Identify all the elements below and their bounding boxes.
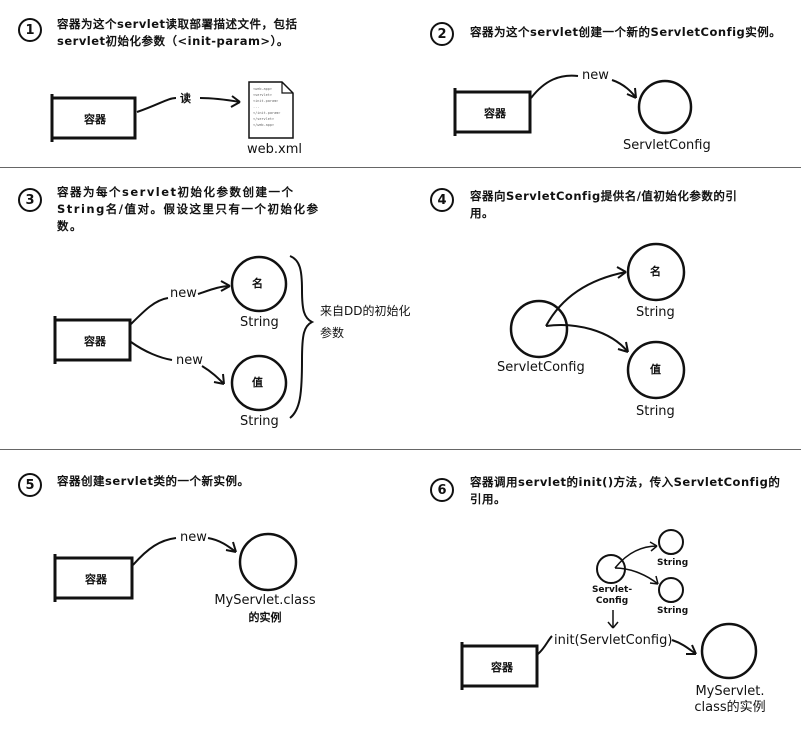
file-line: </init-param> [253, 111, 281, 115]
step-number-3: 3 [18, 188, 42, 212]
container-label-6: 容器 [491, 661, 513, 674]
step-3-line-3: 数。 [57, 219, 83, 233]
step-5-text: 容器创建servlet类的一个新实例。 [57, 473, 250, 490]
read-label: 读 [180, 92, 191, 105]
container-label-5: 容器 [85, 573, 107, 586]
value-char-3: 值 [252, 376, 263, 389]
step-4-line-1: 容器向ServletConfig提供名/值初始化参数的引 [470, 189, 738, 203]
value-circle-3 [230, 354, 288, 412]
step-6-text: 容器调用servlet的init()方法，传入ServletConfig的 引用… [470, 474, 780, 508]
string-circle-6a [658, 529, 684, 555]
myservlet-line-1: MyServlet.class [214, 593, 316, 608]
value-char-4: 值 [650, 363, 661, 376]
myservlet6-line-1: MyServlet. [695, 684, 765, 699]
value-circle-4 [626, 340, 686, 400]
step-number-4: 4 [430, 188, 454, 212]
step-1-line-2: servlet初始化参数（<init-param>）。 [57, 34, 289, 48]
step-1-line-1: 容器为这个servlet读取部署描述文件，包括 [57, 17, 298, 31]
step-3-line-2: String名/值对。假设这里只有一个初始化参 [57, 202, 320, 216]
file-line: </servlet> [253, 117, 275, 121]
step-4-text: 容器向ServletConfig提供名/值初始化参数的引 用。 [470, 188, 737, 222]
file-line: ... [253, 105, 260, 109]
step-4-line-2: 用。 [470, 206, 494, 220]
servletconfig-label: ServletConfig [623, 138, 711, 153]
step-2-line-1: 容器为这个servlet创建一个新的ServletConfig实例。 [470, 25, 782, 39]
init-call-label: init(ServletConfig) [554, 633, 673, 648]
step-6-line-1: 容器调用servlet的init()方法，传入ServletConfig的 [470, 475, 781, 489]
curly-brace [289, 255, 315, 419]
servletconfig-line-2: Config [595, 596, 629, 606]
container-box-1 [50, 96, 137, 140]
brace-note-line-2: 参数 [320, 326, 345, 340]
string-label-4a: String [636, 305, 675, 320]
step-2-text: 容器为这个servlet创建一个新的ServletConfig实例。 [470, 24, 781, 41]
myservlet-circle-6 [700, 622, 758, 680]
string-label-3b: String [240, 414, 279, 429]
container-box-5 [53, 556, 134, 600]
myservlet6-line-2: class的实例 [694, 700, 766, 715]
file-line: <web-app> [253, 87, 272, 91]
myservlet-circle-5 [238, 532, 298, 592]
step-3-line-1: 容器为每个servlet初始化参数创建一个 [57, 185, 295, 199]
name-char-3: 名 [252, 277, 263, 290]
servletconfig-label-4: ServletConfig [497, 360, 585, 375]
brace-note: 来自DD的初始化 参数 [320, 300, 410, 344]
step-3-text: 容器为每个servlet初始化参数创建一个 String名/值对。假设这里只有一… [57, 184, 320, 235]
container-box-6 [460, 644, 539, 688]
file-line: <servlet> [253, 93, 272, 97]
container-label-1: 容器 [84, 113, 106, 126]
step-5-line-1: 容器创建servlet类的一个新实例。 [57, 474, 250, 488]
brace-note-line-1: 来自DD的初始化 [320, 304, 411, 318]
file-line: <init-param> [253, 99, 279, 103]
divider-row-1 [0, 167, 801, 168]
step-number-2: 2 [430, 22, 454, 46]
step-number-6: 6 [430, 478, 454, 502]
name-circle-3 [230, 255, 288, 313]
step-1-text: 容器为这个servlet读取部署描述文件，包括 servlet初始化参数（<in… [57, 16, 298, 50]
new-label-3b: new [176, 353, 203, 368]
myservlet-label-5: MyServlet.class 的实例 [210, 592, 320, 626]
new-label-3a: new [170, 286, 197, 301]
name-circle-4 [626, 242, 686, 302]
file-line: </web-app> [253, 123, 275, 127]
file-content: <web-app> <servlet> <init-param> ... </i… [253, 86, 287, 128]
string-label-3a: String [240, 315, 279, 330]
string-label-6a: String [657, 558, 689, 568]
myservlet-line-2: 的实例 [248, 611, 282, 624]
servletconfig-circle [637, 79, 693, 135]
divider-row-2 [0, 449, 801, 450]
string-circle-6b [658, 577, 684, 603]
myservlet-label-6: MyServlet. class的实例 [676, 684, 784, 716]
new-label-2: new [582, 68, 609, 83]
step-6-line-2: 引用。 [470, 492, 506, 506]
name-char-4: 名 [650, 265, 661, 278]
servletconfig-line-1: Servlet- [591, 585, 633, 595]
servletconfig-label-6: Servlet- Config [585, 585, 639, 607]
container-label-2: 容器 [484, 107, 506, 120]
xml-file-icon [248, 81, 294, 139]
new-label-5: new [180, 530, 207, 545]
container-label-3: 容器 [84, 335, 106, 348]
string-label-6b: String [657, 606, 689, 616]
step-number-1: 1 [18, 18, 42, 42]
step-number-5: 5 [18, 473, 42, 497]
file-name-label: web.xml [247, 142, 302, 157]
string-label-4b: String [636, 404, 675, 419]
